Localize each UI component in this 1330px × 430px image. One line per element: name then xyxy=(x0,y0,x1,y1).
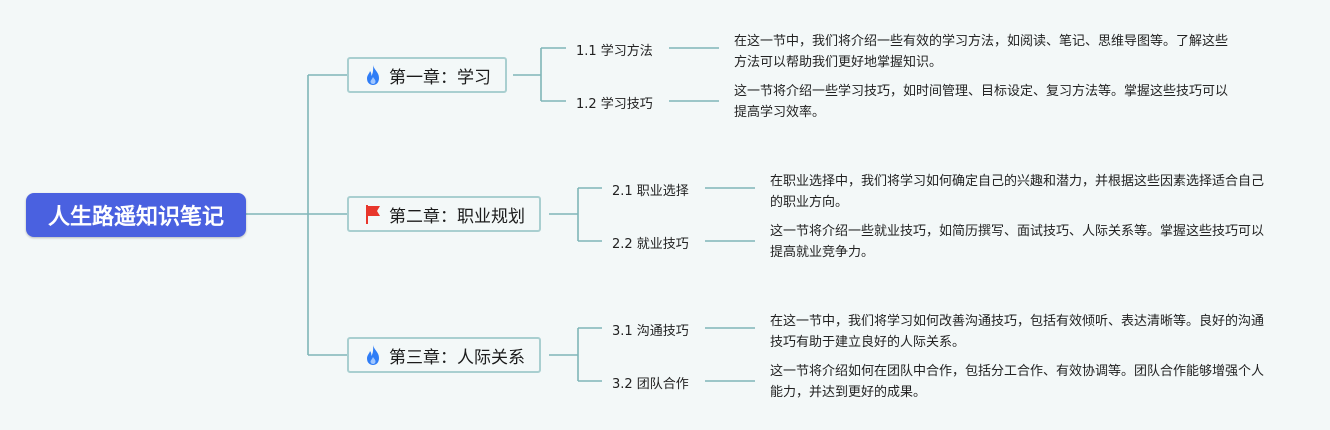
section-description-2-1: 在职业选择中，我们将学习如何确定自己的兴趣和潜力，并根据这些因素选择适合自己的职… xyxy=(770,174,1265,210)
chapter-node-1[interactable]: 第一章：学习 xyxy=(347,57,507,93)
chapter-node-2[interactable]: 第二章：职业规划 xyxy=(347,196,541,232)
section-node-2-1[interactable]: 2.1 职业选择 xyxy=(612,184,689,199)
flame-icon xyxy=(367,65,379,85)
section-node-3-2[interactable]: 3.2 团队合作 xyxy=(612,377,689,392)
chapter-title: 第一章：学习 xyxy=(389,67,491,88)
section-description-1-1: 在这一节中，我们将介绍一些有效的学习方法，如阅读、笔记、思维导图等。了解这些方法… xyxy=(734,34,1229,70)
section-description-1-2: 这一节将介绍一些学习技巧，如时间管理、目标设定、复习方法等。掌握这些技巧可以提高… xyxy=(734,84,1229,120)
red-flag-icon xyxy=(366,205,380,224)
section-node-1-2[interactable]: 1.2 学习技巧 xyxy=(576,97,653,112)
section-description-3-1: 在这一节中，我们将学习如何改善沟通技巧，包括有效倾听、表达清晰等。良好的沟通技巧… xyxy=(770,314,1265,350)
chapter-node-3[interactable]: 第三章：人际关系 xyxy=(347,337,541,373)
section-node-1-1[interactable]: 1.1 学习方法 xyxy=(576,44,653,59)
chapter-title: 第三章：人际关系 xyxy=(389,347,525,368)
root-title: 人生路遥知识笔记 xyxy=(47,205,224,230)
section-description-2-2: 这一节将介绍一些就业技巧，如简历撰写、面试技巧、人际关系等。掌握这些技巧可以提高… xyxy=(770,224,1265,260)
section-node-2-2[interactable]: 2.2 就业技巧 xyxy=(612,237,689,252)
root-node[interactable]: 人生路遥知识笔记 xyxy=(26,193,246,237)
section-description-3-2: 这一节将介绍如何在团队中合作，包括分工合作、有效协调等。团队合作能够增强个人能力… xyxy=(770,364,1265,400)
flame-icon xyxy=(367,345,379,365)
section-node-3-1[interactable]: 3.1 沟通技巧 xyxy=(612,324,689,339)
chapter-title: 第二章：职业规划 xyxy=(389,206,525,227)
